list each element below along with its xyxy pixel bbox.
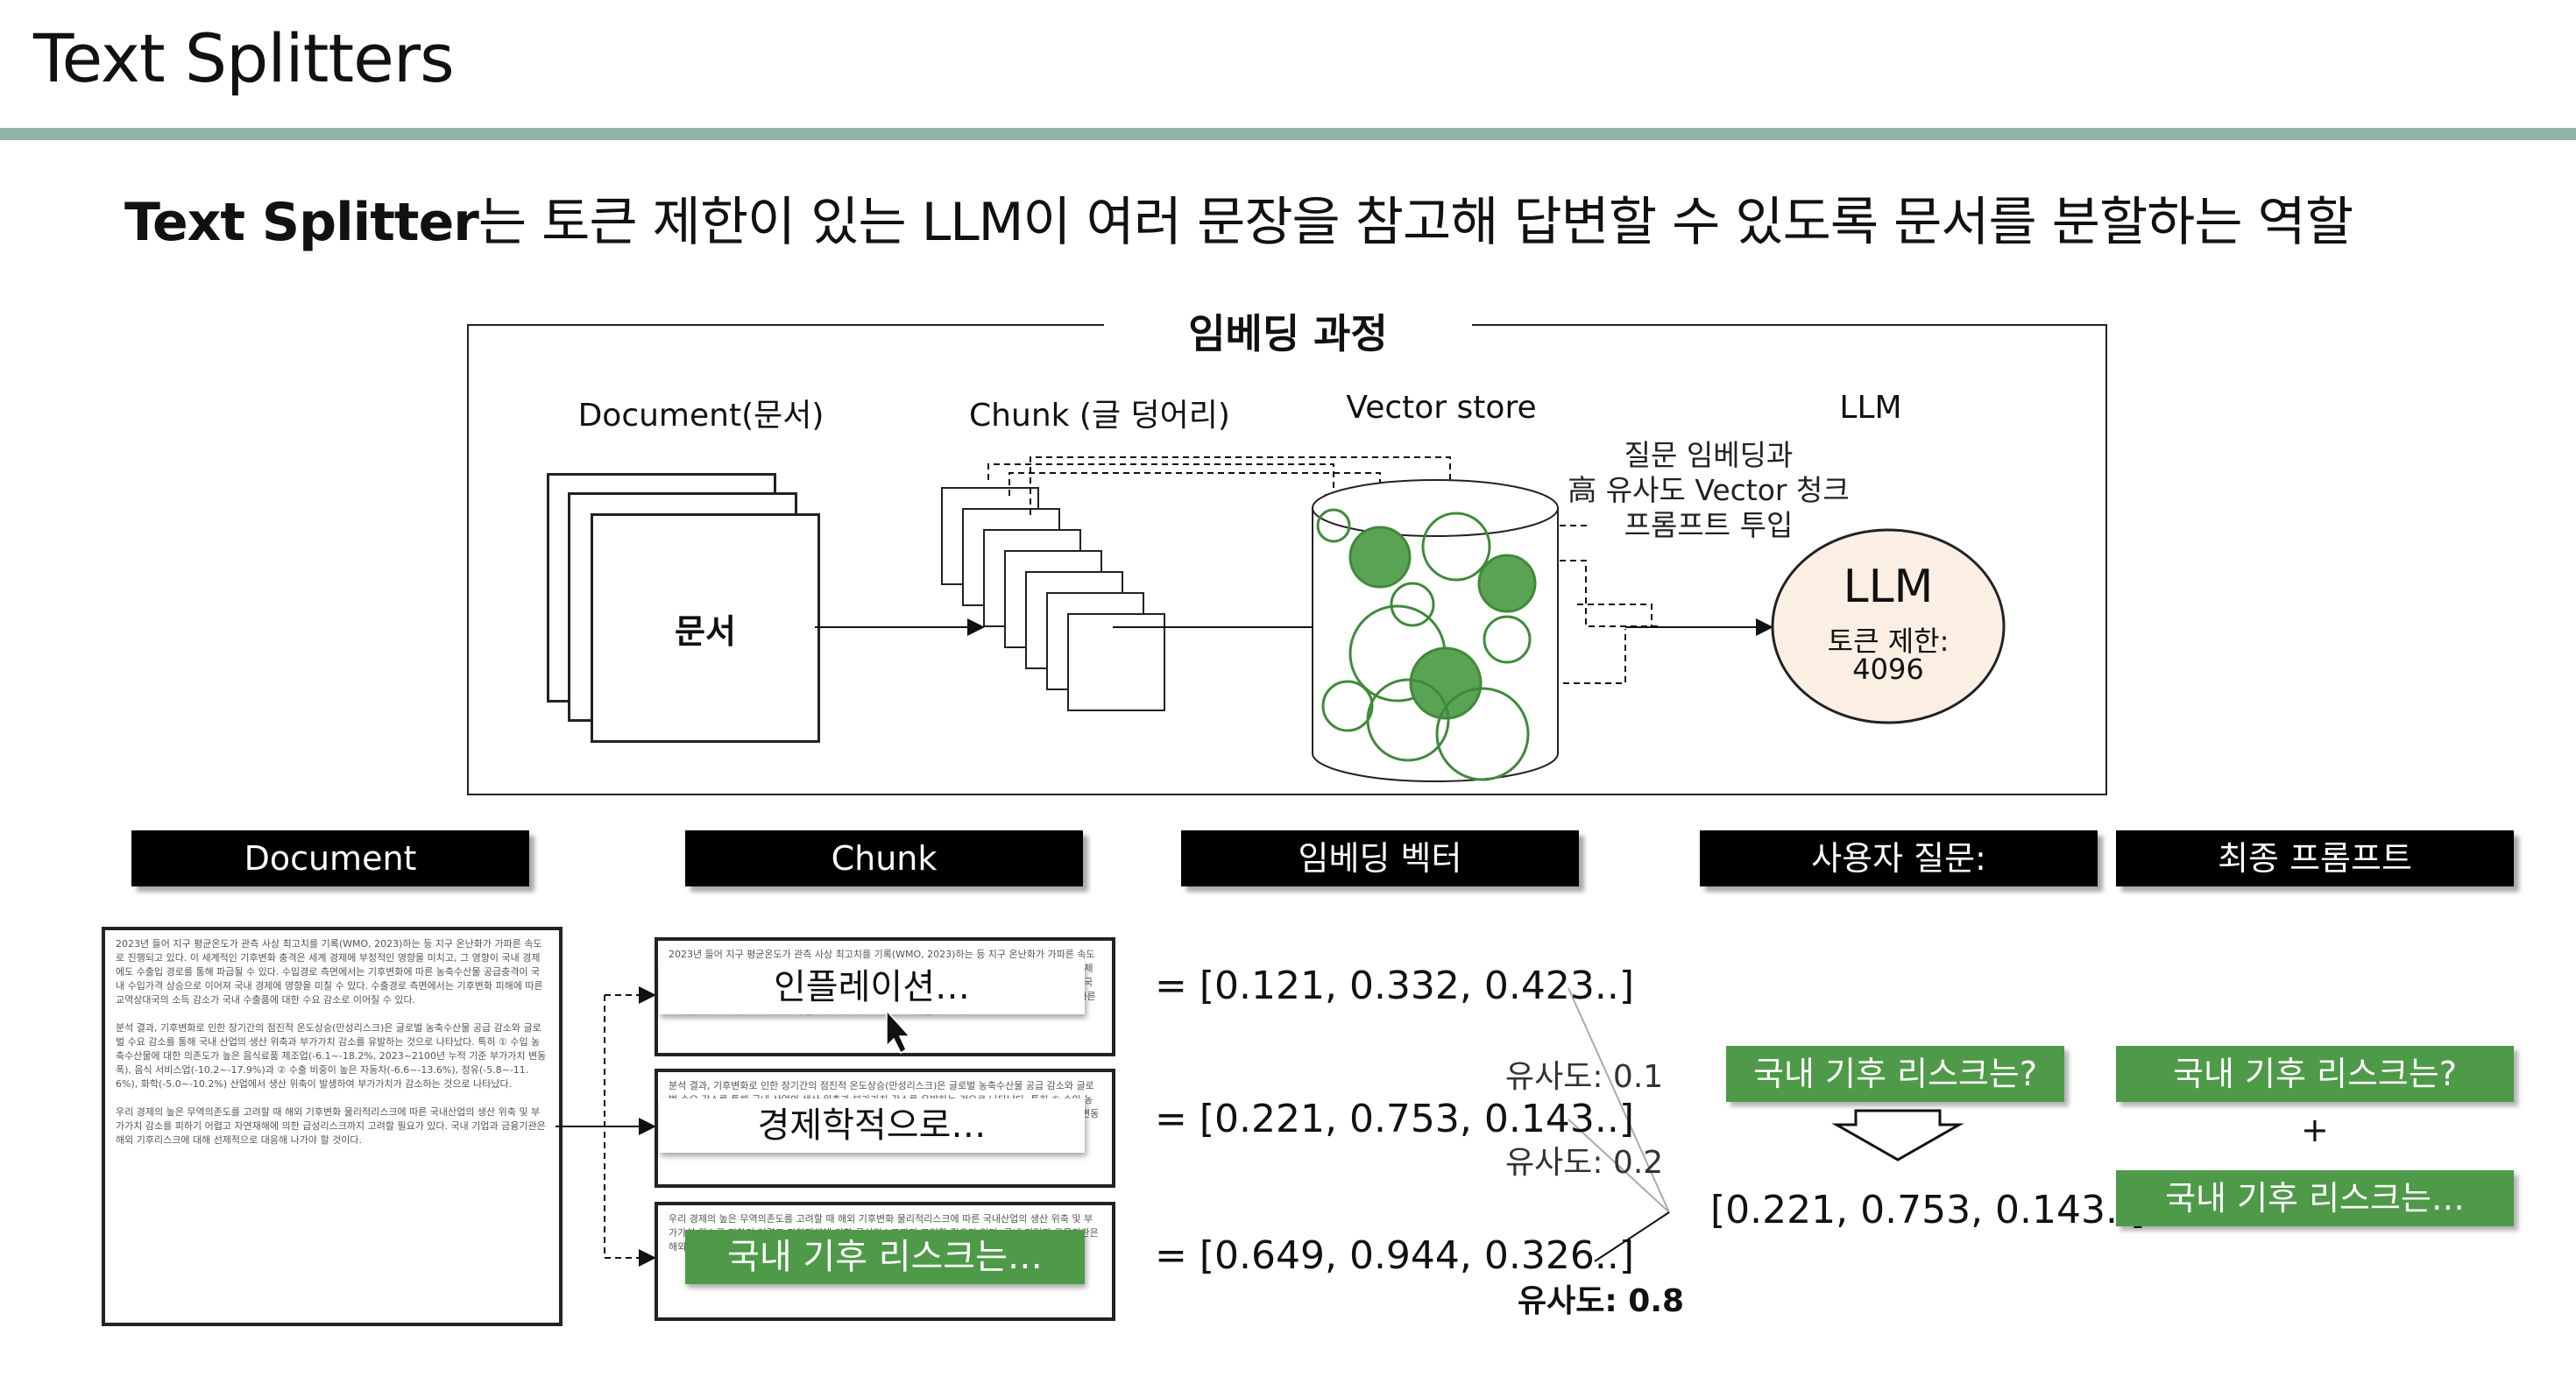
- doc-label: 문서: [675, 611, 736, 651]
- vector-2: = [0.221, 0.753, 0.143..]: [1155, 1097, 1634, 1141]
- similarity-lines: [1568, 987, 1670, 1213]
- label-final-prompt: 최종 프롬프트: [2116, 830, 2514, 886]
- llm-title: LLM: [1843, 561, 1934, 613]
- note-line-1: 질문 임베딩과: [1624, 438, 1794, 472]
- label-embedding-vector: 임베딩 벡터: [1181, 830, 1579, 886]
- doc-paragraph-3: 우리 경제의 높은 무역의존도를 고려할 때 해외 기후변화 물리적리스크에 따…: [116, 1106, 546, 1146]
- note-line-3: 프롬프트 투입: [1624, 508, 1794, 542]
- embedding-circles: [1316, 508, 1537, 781]
- llm-limit-value: 4096: [1852, 653, 1924, 686]
- chunk-square: [1067, 613, 1165, 711]
- note-line-2: 高 유사도 Vector 청크: [1568, 473, 1850, 507]
- col-vector-store: Vector store: [1346, 390, 1537, 426]
- llm-ellipse: [1771, 528, 2006, 724]
- final-prompt-question: 국내 기후 리스크는?: [2116, 1046, 2514, 1102]
- plus-sign: +: [2301, 1111, 2329, 1149]
- subtitle-bold: Text Splitter: [124, 192, 479, 253]
- label-chunk: Chunk: [685, 830, 1083, 886]
- chunk-label-2: 경제학적으로…: [659, 1098, 1085, 1153]
- similarity-3: 유사도: 0.8: [1518, 1283, 1685, 1319]
- similarity-line-strong: [1594, 1211, 1670, 1262]
- panel-title: 임베딩 과정: [1104, 302, 1472, 360]
- vector-3: = [0.649, 0.944, 0.326..]: [1155, 1233, 1634, 1278]
- down-arrow-icon: [1831, 1109, 1964, 1161]
- vector-1: = [0.121, 0.332, 0.423..]: [1155, 964, 1634, 1008]
- similarity-2: 유사도: 0.2: [1505, 1145, 1664, 1181]
- slide-title: Text Splitters: [33, 19, 455, 97]
- doc-page-front: 문서: [591, 513, 820, 743]
- document-box: 2023년 들어 지구 평균온도가 관측 사상 최고치를 기록(WMO, 202…: [102, 927, 563, 1326]
- chunk-label-1: 인플레이션…: [659, 960, 1085, 1014]
- question-vector: [0.221, 0.753, 0.143..]: [1710, 1188, 2146, 1232]
- label-document: Document: [131, 830, 529, 886]
- doc-paragraph-1: 2023년 들어 지구 평균온도가 관측 사상 최고치를 기록(WMO, 202…: [116, 938, 543, 1006]
- col-chunk: Chunk (글 덩어리): [969, 398, 1230, 434]
- col-llm: LLM: [1839, 390, 1902, 426]
- llm-note: 질문 임베딩과 高 유사도 Vector 청크 프롬프트 투입: [1551, 438, 1866, 543]
- doc-paragraph-2: 분석 결과, 기후변화로 인한 장기간의 점진적 온도상승(만성리스크)은 글로…: [116, 1022, 547, 1090]
- chunk-label-3: 국내 기후 리스크는…: [685, 1230, 1085, 1284]
- col-document: Document(문서): [577, 398, 824, 434]
- llm-limit-label: 토큰 제한:: [1827, 625, 1950, 658]
- label-user-question: 사용자 질문:: [1700, 830, 2098, 886]
- similarity-1: 유사도: 0.1: [1505, 1059, 1664, 1095]
- final-prompt-chunk: 국내 기후 리스크는…: [2116, 1170, 2514, 1226]
- slide-subtitle: Text Splitter는 토큰 제한이 있는 LLM이 여러 문장을 참고해…: [124, 180, 2353, 256]
- question-box: 국내 기후 리스크는?: [1726, 1046, 2064, 1102]
- subtitle-rest: 는 토큰 제한이 있는 LLM이 여러 문장을 참고해 답변할 수 있도록 문서…: [478, 192, 2353, 253]
- cursor-icon: [886, 1009, 911, 1055]
- title-rule: [0, 128, 2576, 140]
- doc-to-chunk-arrows: [556, 986, 656, 1267]
